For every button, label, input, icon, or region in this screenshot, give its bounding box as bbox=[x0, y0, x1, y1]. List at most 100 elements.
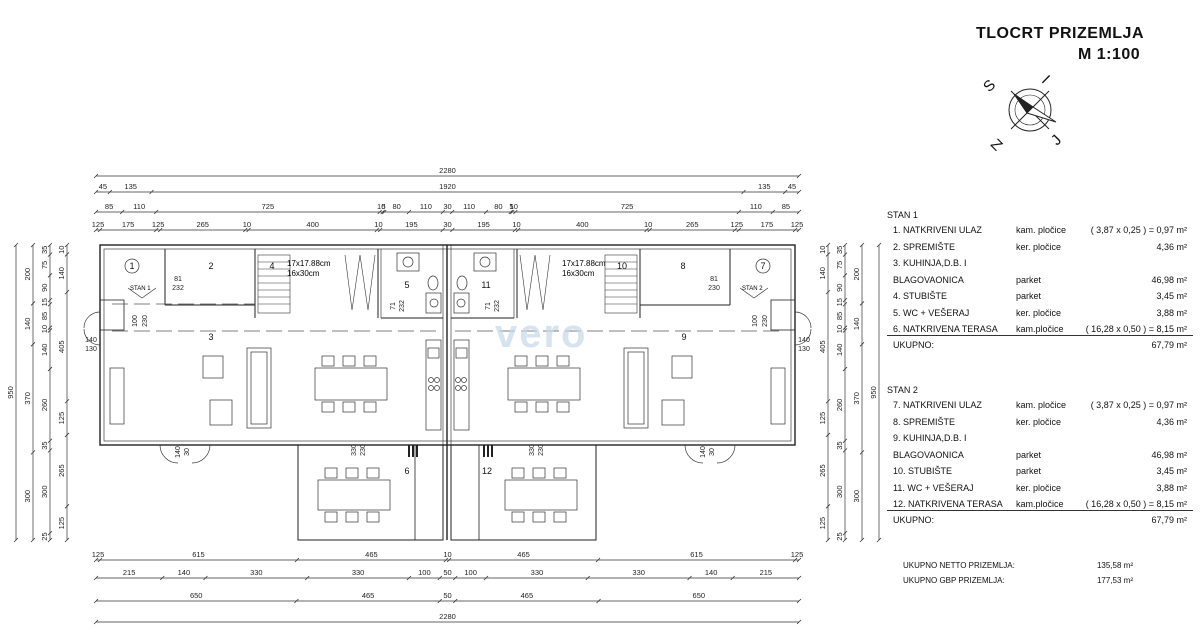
dimension-label: 950 bbox=[6, 386, 15, 399]
row-name: 10. STUBIŠTE bbox=[893, 466, 953, 476]
dimension-label: 90 bbox=[40, 284, 49, 292]
plan-dimension-label: 140 bbox=[85, 337, 97, 344]
table-total-row: UKUPNO:67,79 m² bbox=[887, 515, 1187, 531]
svg-text:8: 8 bbox=[680, 261, 685, 271]
row-value: 46,98 m² bbox=[1151, 274, 1187, 285]
plan-dimension-label: 30 bbox=[184, 448, 191, 456]
dimension-label: 405 bbox=[57, 340, 66, 353]
entrance-left bbox=[99, 299, 125, 331]
plan-dimension-label: 130 bbox=[85, 346, 97, 353]
dimension-label: 175 bbox=[761, 220, 774, 229]
row-material: kam. pločice bbox=[1016, 400, 1067, 410]
dimension-label: 10 bbox=[818, 246, 827, 254]
dimension-label: 140 bbox=[40, 344, 49, 357]
dimension-label: 45 bbox=[99, 182, 107, 191]
dimension-label: 75 bbox=[40, 261, 49, 269]
row-name: 5. WC + VEŠERAJ bbox=[893, 307, 970, 318]
dimension-label: 300 bbox=[23, 490, 32, 503]
drainage-grates bbox=[408, 445, 493, 457]
row-material: parket bbox=[1016, 466, 1042, 476]
dimension-label: 10 bbox=[40, 325, 49, 333]
stan-1-tag: STAN 1 bbox=[130, 286, 151, 292]
stairs-unit-2 bbox=[519, 254, 638, 314]
svg-text:2: 2 bbox=[208, 261, 213, 271]
svg-text:9: 9 bbox=[681, 332, 686, 342]
dimension-label: 125 bbox=[818, 412, 827, 425]
dimension-label: 215 bbox=[760, 568, 773, 577]
dimension-label: 260 bbox=[40, 399, 49, 412]
compass-j: J bbox=[1048, 132, 1065, 149]
row-material: kam.pločice bbox=[1016, 324, 1064, 334]
dimension-label: 265 bbox=[196, 220, 209, 229]
dimension-label: 50 bbox=[443, 591, 451, 600]
dimension-label: 25 bbox=[40, 532, 49, 540]
dimension-label: 100 bbox=[464, 568, 477, 577]
room-number-1: 1 bbox=[124, 258, 140, 274]
plan-dimension-label: 71 bbox=[485, 302, 492, 310]
row-value: 3,45 m² bbox=[1156, 466, 1187, 476]
dimension-label: 265 bbox=[686, 220, 699, 229]
dimension-label: 330 bbox=[250, 568, 263, 577]
plan-dimension-label: 140 bbox=[175, 446, 182, 458]
room-number-9: 9 bbox=[681, 332, 686, 342]
table-row: 9. KUHINJA,D.B. I bbox=[887, 433, 1187, 449]
furniture bbox=[83, 287, 812, 523]
dimension-label: 80 bbox=[494, 202, 502, 211]
dimension-label: 90 bbox=[835, 284, 844, 292]
dimension-label: 265 bbox=[818, 464, 827, 477]
row-value: 46,98 m² bbox=[1151, 449, 1187, 460]
dimension-label: 1920 bbox=[439, 182, 456, 191]
row-material: ker. pločice bbox=[1016, 416, 1062, 427]
dimension-label: 50 bbox=[443, 568, 451, 577]
plan-dimension-label: 81 bbox=[710, 276, 718, 283]
row-material: kam. pločice bbox=[1016, 225, 1067, 235]
dimension-label: 125 bbox=[791, 220, 804, 229]
dimension-label: 75 bbox=[835, 261, 844, 269]
dimension-label: 125 bbox=[152, 220, 165, 229]
dimension-label: 35 bbox=[835, 441, 844, 449]
svg-text:3: 3 bbox=[208, 332, 213, 342]
row-name: 8. SPREMIŠTE bbox=[893, 416, 956, 427]
dimension-label: 615 bbox=[192, 550, 205, 559]
plan-dimension-label: 100 bbox=[132, 315, 139, 327]
dimension-label: 125 bbox=[791, 550, 804, 559]
table-total-row: UKUPNO:67,79 m² bbox=[887, 340, 1187, 356]
dimension-label: 2280 bbox=[439, 612, 456, 621]
room-number-8: 8 bbox=[680, 261, 685, 271]
dimension-label: 215 bbox=[123, 568, 136, 577]
row-value: 4,36 m² bbox=[1156, 416, 1187, 427]
dimension-label: 125 bbox=[92, 220, 105, 229]
dimension-label: 260 bbox=[835, 399, 844, 412]
dimension-label: 10 bbox=[243, 220, 251, 229]
dimension-label: 35 bbox=[40, 441, 49, 449]
dimension-label: 615 bbox=[690, 550, 703, 559]
dimension-label: 650 bbox=[190, 591, 203, 600]
netto-label: UKUPNO NETTO PRIZEMLJA: bbox=[903, 561, 1015, 570]
svg-text:10: 10 bbox=[617, 261, 627, 271]
dimension-label: 5 bbox=[509, 202, 513, 211]
dimension-label: 30 bbox=[443, 220, 451, 229]
dimension-label: 370 bbox=[852, 392, 861, 405]
row-value: ( 3,87 x 0,25 ) = 0,97 m² bbox=[1090, 400, 1187, 410]
row-name: 2. SPREMIŠTE bbox=[893, 241, 956, 252]
plan-dimension-label: 230 bbox=[762, 315, 769, 327]
dimension-label: 140 bbox=[818, 267, 827, 280]
dimension-label: 195 bbox=[477, 220, 490, 229]
dimension-label: 45 bbox=[788, 182, 796, 191]
table-heading: STAN 2 bbox=[887, 385, 918, 395]
dimension-label: 110 bbox=[750, 202, 762, 211]
dimension-label: 10 bbox=[57, 246, 66, 254]
dimension-label: 300 bbox=[852, 490, 861, 503]
room-number-12: 12 bbox=[482, 466, 492, 476]
row-material: kam.pločice bbox=[1016, 499, 1064, 509]
dimension-label: 125 bbox=[57, 412, 66, 425]
